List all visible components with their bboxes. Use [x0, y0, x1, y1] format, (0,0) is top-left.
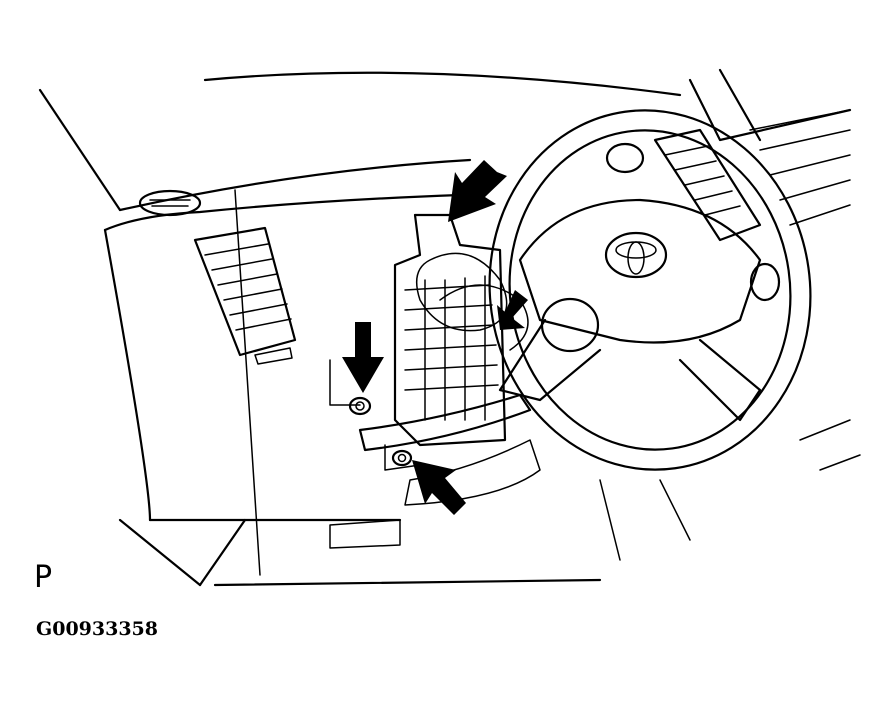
callout-arrow-bottom — [412, 460, 466, 515]
defroster-vent — [138, 189, 202, 217]
center-air-vent — [653, 109, 851, 242]
callout-arrow-top — [448, 160, 507, 222]
left-air-vent — [193, 226, 297, 365]
toyota-emblem — [604, 231, 668, 279]
bolt-lower — [391, 449, 413, 467]
steering-wheel — [488, 109, 812, 471]
callout-arrow-left — [342, 322, 384, 393]
view-marker: P — [34, 560, 53, 595]
bolt-left — [348, 396, 372, 416]
figure-id: G00933358 — [36, 618, 158, 640]
callout-arrow-right — [497, 290, 528, 330]
